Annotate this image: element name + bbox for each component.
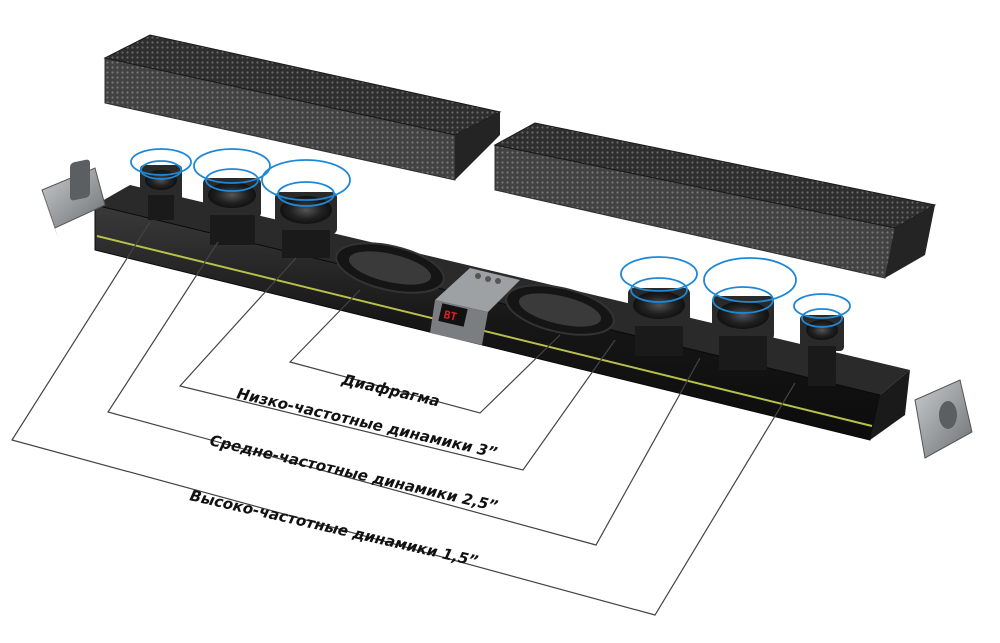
midrange-left xyxy=(203,178,261,245)
callout-midrange xyxy=(107,241,701,546)
tweeter-right xyxy=(800,315,844,386)
left-end-cap xyxy=(41,159,106,238)
passive-radiator-left xyxy=(335,242,445,294)
callout-woofers xyxy=(178,257,616,471)
bt-display-text: BT xyxy=(442,308,458,324)
woofer-left xyxy=(275,192,337,258)
led-display xyxy=(438,303,468,327)
callout-tweeters xyxy=(11,221,796,616)
callout-lines xyxy=(11,221,796,616)
woofer-right xyxy=(628,288,690,356)
midrange-right xyxy=(712,296,774,370)
passive-radiator-right xyxy=(505,284,615,336)
right-end-cap xyxy=(914,379,973,459)
callout-diaphragm xyxy=(288,289,561,414)
control-module: BT xyxy=(430,268,520,345)
control-buttons-icon xyxy=(475,273,501,284)
left-grille xyxy=(103,34,502,181)
right-grille xyxy=(493,122,937,279)
sound-wave-icon xyxy=(130,148,851,328)
label-diaphragm: Диафрагма xyxy=(339,370,441,410)
